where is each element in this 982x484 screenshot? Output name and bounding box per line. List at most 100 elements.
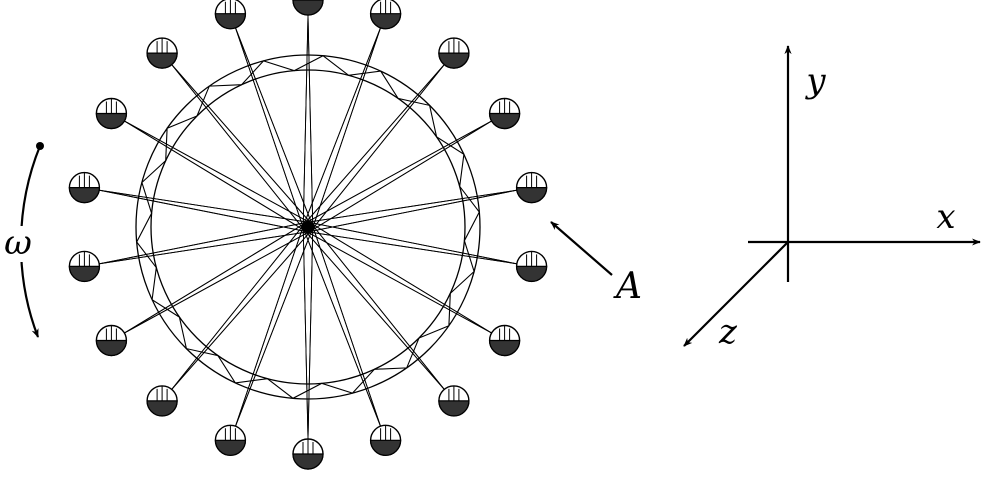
gondola-frame (499, 98, 511, 114)
gondola-frame (302, 439, 314, 454)
gondola (488, 324, 521, 357)
hub (303, 222, 313, 232)
spoke-line (302, 14, 309, 228)
gondola-lower-half (369, 439, 402, 456)
inner-rim (150, 69, 466, 385)
z-axis-label: z (718, 312, 738, 352)
gondola-a-arrow (550, 221, 613, 276)
spokes (99, 14, 517, 440)
gondola-lower-half (292, 453, 324, 470)
gondola-lower-half (488, 339, 521, 357)
gondola (95, 324, 128, 357)
gondola-lower-half (214, 439, 247, 456)
spoke-line (124, 120, 307, 232)
gondola-frame (156, 38, 168, 54)
gondola (292, 0, 324, 16)
gondola-frame (499, 325, 511, 341)
gondola (146, 37, 178, 69)
gondola (369, 424, 402, 456)
gondola-lower-half (95, 112, 128, 130)
gondola-frame (224, 425, 236, 441)
spoke-line (311, 223, 445, 390)
gondola (146, 385, 178, 417)
spoke-line (309, 222, 492, 334)
gondola-frame (156, 385, 168, 401)
gondola (369, 0, 402, 30)
outer-rim (135, 54, 481, 400)
gondola-lower-half (68, 187, 101, 204)
spoke-line (311, 27, 381, 230)
gondola (438, 385, 470, 417)
gondola (515, 250, 548, 283)
spoke-line (235, 27, 314, 227)
coordinate-axes: y x z (683, 45, 981, 352)
gondola-lower-half (68, 265, 101, 282)
gondola-lower-half (515, 187, 548, 204)
gondola-lower-half (369, 13, 402, 30)
gondola-frame (78, 251, 90, 267)
gondola-frame (526, 251, 538, 267)
gondola-lower-half (438, 400, 470, 417)
gondola-lower-half (146, 400, 178, 417)
gondolas (68, 0, 548, 470)
spoke-line (302, 227, 381, 427)
gondola-lower-half (95, 339, 128, 357)
spoke-line (308, 189, 517, 233)
gondola-lower-half (488, 112, 521, 130)
gondola (214, 424, 247, 456)
gondola-frame (448, 385, 460, 401)
gondola-frame (224, 0, 236, 14)
omega-label: ω (4, 223, 32, 263)
gondola (68, 250, 101, 283)
spoke-line (302, 27, 381, 226)
gondola (95, 97, 128, 130)
z-axis (683, 241, 789, 347)
spoke-line (235, 27, 305, 230)
spoke-line (305, 120, 492, 224)
spoke-line (303, 229, 445, 390)
gondola-lower-half (214, 13, 247, 30)
spoke-line (99, 189, 308, 233)
gondola-lower-half (292, 0, 324, 16)
spoke-line (302, 226, 309, 440)
gondola (515, 171, 548, 204)
gondola-lower-half (438, 52, 470, 69)
spoke-line (307, 14, 314, 228)
spoke-line (99, 221, 308, 265)
spoke-line (235, 224, 305, 427)
spoke-line (303, 64, 445, 225)
spoke-line (99, 231, 310, 265)
omega-label-bg (4, 226, 34, 262)
gondola (68, 171, 101, 204)
spoke-line (124, 230, 311, 334)
y-axis-label: y (804, 61, 826, 101)
gondola (488, 97, 521, 130)
spoke-line (171, 223, 306, 390)
spoke-line (171, 64, 313, 225)
gondola (292, 438, 324, 470)
gondola-frame (105, 98, 117, 114)
gondola-frame (78, 172, 90, 188)
gondola-frame (380, 0, 392, 14)
spoke-line (99, 189, 310, 223)
spoke-line (309, 120, 492, 232)
gondola-a-pointer: A (550, 221, 642, 307)
spoke-line (304, 230, 492, 334)
rim-truss (136, 55, 480, 399)
spoke-line (308, 221, 517, 265)
gondola-lower-half (146, 52, 178, 69)
spoke-line (171, 64, 305, 231)
ferris-wheel (68, 0, 548, 470)
spoke-line (124, 222, 307, 334)
gondola-frame (526, 172, 538, 188)
spoke-line (307, 226, 314, 440)
spoke-line (171, 229, 313, 390)
gondola-frame (448, 38, 460, 54)
spoke-line (311, 224, 381, 427)
spoke-line (235, 228, 314, 427)
truss-zigzag (136, 55, 480, 399)
x-axis-label: x (936, 197, 955, 237)
gondola-frame (105, 325, 117, 341)
gondola-frame (380, 425, 392, 441)
